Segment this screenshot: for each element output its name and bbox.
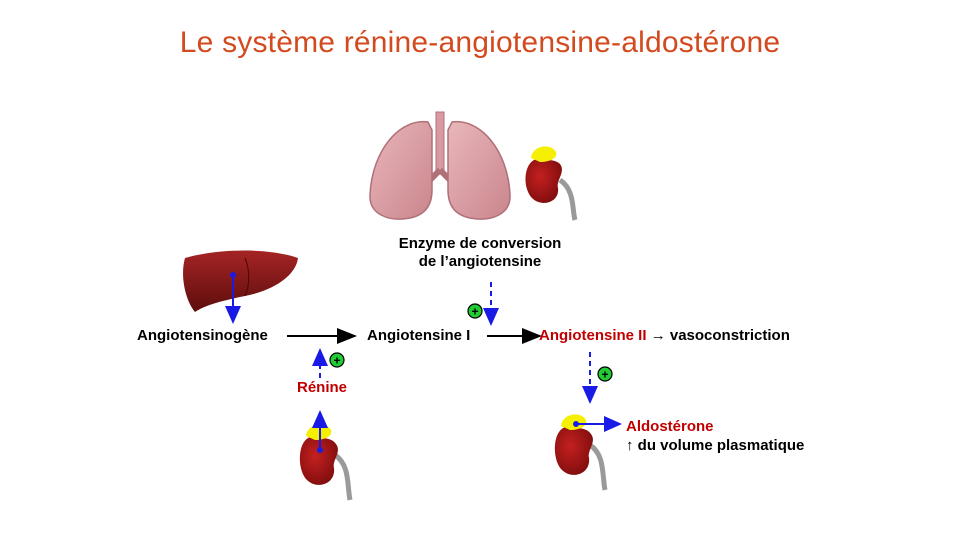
svg-text:+: + <box>471 305 478 319</box>
angiotensin2-row: Angiotensine II → vasoconstriction <box>539 327 790 345</box>
kidney-icon <box>299 424 353 501</box>
kidney-icon <box>554 414 608 491</box>
kidney-icon <box>525 146 578 221</box>
page-title: Le système rénine-angiotensine-aldostéro… <box>179 26 781 59</box>
angiotensin2-label: Angiotensine II <box>539 327 647 344</box>
lungs-icon <box>369 111 511 220</box>
plus-circle-icon: + <box>329 352 345 368</box>
enzyme-label-line2: de l’angiotensine <box>418 253 542 270</box>
enzyme-label: Enzyme de conversion de l’angiotensine <box>380 235 580 271</box>
svg-text:+: + <box>333 354 340 368</box>
adrenal-gland-icon <box>306 424 332 440</box>
plus-circle-icon: + <box>597 366 613 382</box>
enzyme-label-line1: Enzyme de conversion <box>398 235 562 252</box>
vasoconstriction-label: → vasoconstriction <box>650 327 790 344</box>
angiotensin1-label: Angiotensine I <box>367 327 471 344</box>
angiotensinogen-label: Angiotensinogène <box>137 327 268 344</box>
renin-label: Rénine <box>297 379 348 396</box>
plasma-volume-label: ↑ du volume plasmatique <box>626 437 805 454</box>
adrenal-gland-icon <box>531 146 557 162</box>
liver-icon <box>183 250 298 312</box>
plus-circle-icon: + <box>467 303 483 319</box>
svg-text:+: + <box>601 368 608 382</box>
aldosterone-label: Aldostérone <box>626 418 714 435</box>
